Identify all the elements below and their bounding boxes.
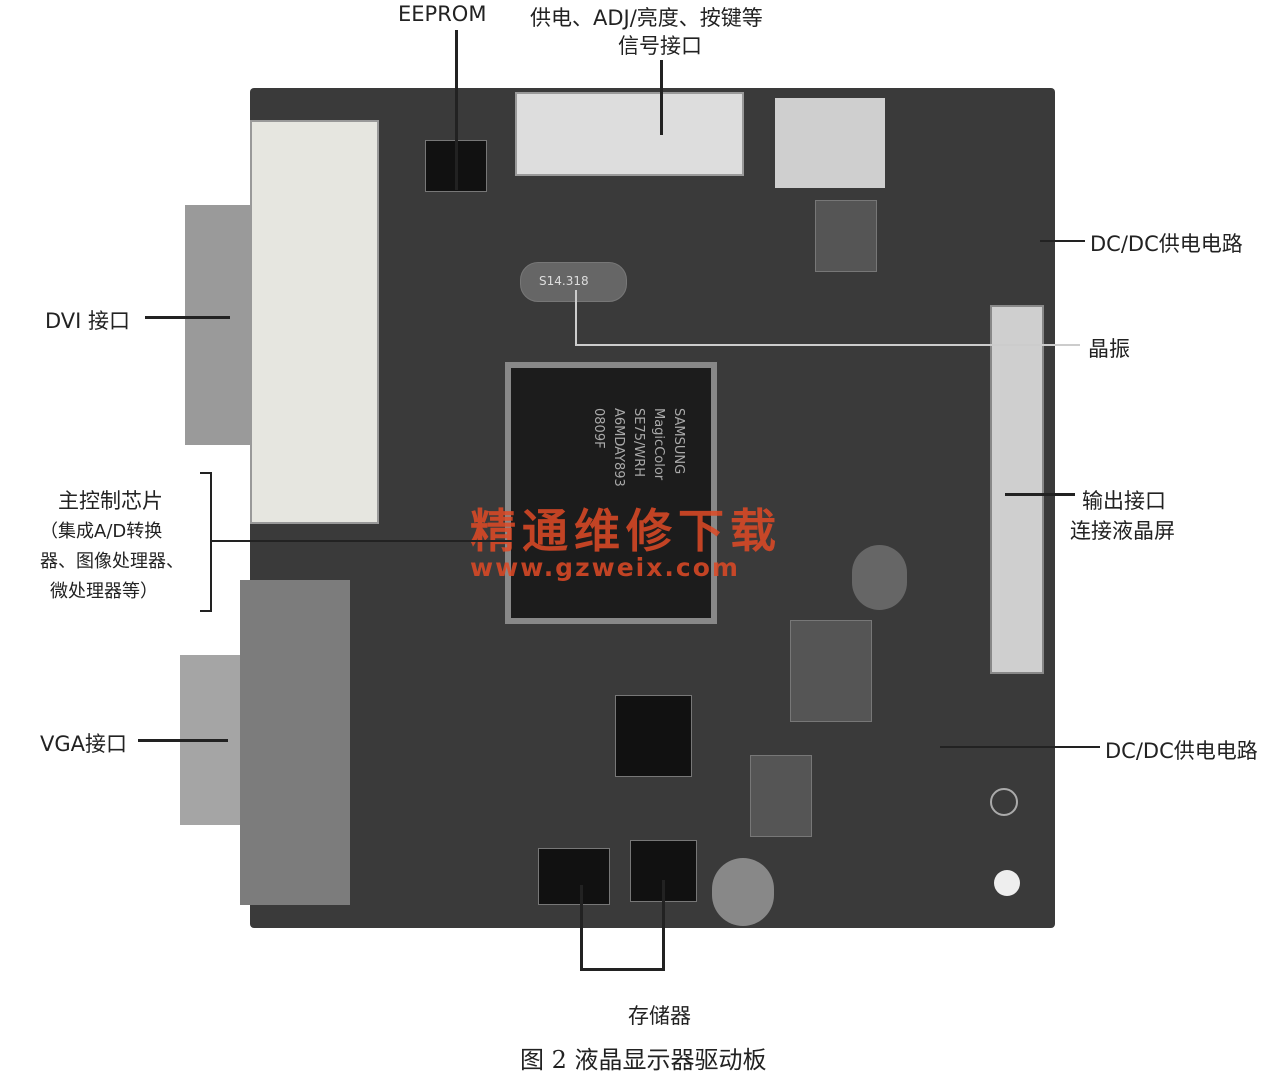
label-eeprom: EEPROM xyxy=(398,2,487,26)
line-storage xyxy=(580,968,665,971)
label-main-chip: 主控制芯片 xyxy=(58,489,163,513)
mounting-mark xyxy=(990,788,1018,816)
chip-marking: SAMSUNG xyxy=(671,408,686,475)
main-control-chip: SAMSUNG MagicColor SE75/WRH A6MDAY893 08… xyxy=(505,362,717,624)
arrow-signal xyxy=(660,60,663,135)
label-signal-interface-1: 供电、ADJ/亮度、按键等 xyxy=(530,6,763,30)
chip-marking: MagicColor xyxy=(651,408,666,481)
watermark-title: 精通维修下载 xyxy=(470,504,782,558)
dvi-connector-shell xyxy=(185,205,260,445)
crystal-marking: S14.318 xyxy=(539,274,589,288)
mounting-hole xyxy=(994,870,1020,896)
arrow-dvi xyxy=(145,316,230,319)
watermark-url: www.gzweix.com xyxy=(470,553,740,582)
figure-caption: 图 2 液晶显示器驱动板 xyxy=(520,1046,767,1074)
label-output-2: 连接液晶屏 xyxy=(1070,519,1175,543)
label-vga: VGA接口 xyxy=(40,732,128,756)
chip-marking: SE75/WRH xyxy=(631,408,646,478)
chip-marking: A6MDAY893 xyxy=(611,408,626,487)
label-storage: 存储器 xyxy=(628,1004,691,1028)
line-dcdc-bottom xyxy=(940,746,1100,748)
arrow-eeprom xyxy=(455,30,458,190)
label-main-chip-desc: （集成A/D转换 xyxy=(40,521,163,542)
chip-marking: 0809F xyxy=(591,408,606,449)
storage-chip-1 xyxy=(538,848,610,905)
arrow-storage-2 xyxy=(662,880,665,970)
regulator xyxy=(750,755,812,837)
ic-chip xyxy=(615,695,692,777)
capacitor xyxy=(852,545,907,610)
label-dcdc-bottom: DC/DC供电电路 xyxy=(1105,739,1258,763)
label-signal-interface-2: 信号接口 xyxy=(618,34,702,58)
regulator xyxy=(815,200,877,272)
capacitor xyxy=(712,858,774,926)
crystal-oscillator: S14.318 xyxy=(520,262,627,302)
vga-connector xyxy=(240,580,350,905)
line-crystal xyxy=(575,344,1080,346)
heatsink xyxy=(775,98,885,188)
label-main-chip-desc: 器、图像处理器、 xyxy=(40,551,184,572)
dvi-connector xyxy=(250,120,379,524)
line-dcdc-top xyxy=(1040,240,1085,242)
label-main-chip-desc: 微处理器等） xyxy=(50,581,158,602)
bracket-main-chip xyxy=(200,472,212,612)
label-output-1: 输出接口 xyxy=(1082,489,1166,513)
arrow-vga xyxy=(138,739,228,742)
label-dvi: DVI 接口 xyxy=(45,309,131,333)
arrow-storage-1 xyxy=(580,885,583,970)
arrow-crystal xyxy=(575,290,577,345)
output-connector xyxy=(990,305,1044,674)
line-main-chip xyxy=(212,540,512,542)
label-dcdc-top: DC/DC供电电路 xyxy=(1090,232,1243,256)
signal-connector xyxy=(515,92,744,176)
regulator xyxy=(790,620,872,722)
label-crystal: 晶振 xyxy=(1088,337,1130,361)
arrow-output xyxy=(1005,493,1075,496)
